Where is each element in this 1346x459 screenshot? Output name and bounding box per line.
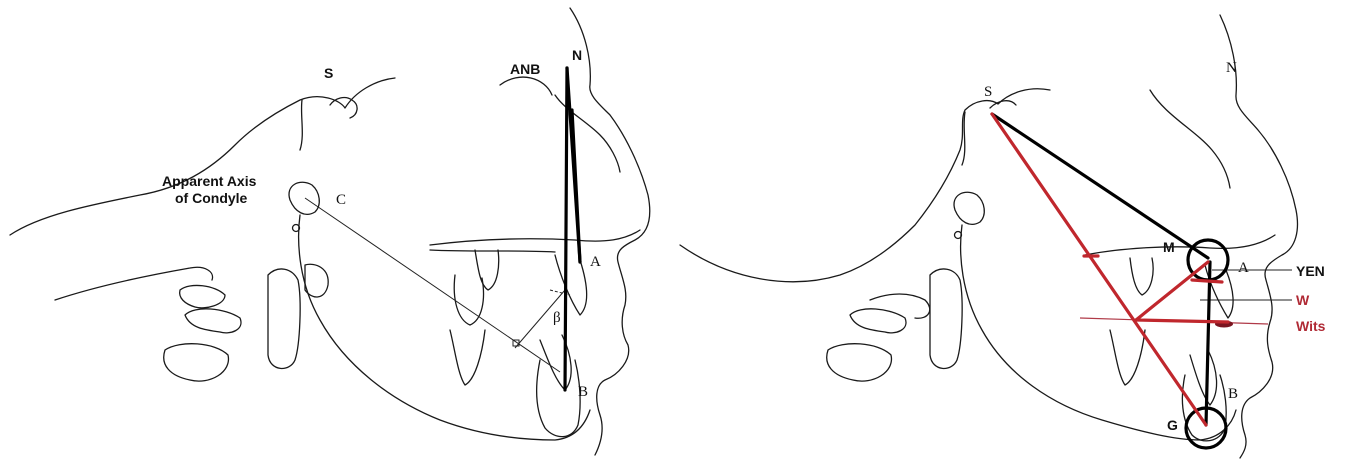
right-label-a: A <box>1238 260 1249 276</box>
incisor-upper <box>555 255 587 315</box>
left-label-c: C <box>336 192 346 208</box>
r-sella-turcica <box>962 101 1016 165</box>
r-condyle-outline <box>954 192 984 224</box>
hyoid-outline <box>305 264 328 297</box>
left-label-beta: β <box>553 310 561 326</box>
right-label-w: W <box>1296 292 1310 308</box>
left-label-anb: ANB <box>510 61 540 77</box>
m-g-line <box>1206 262 1210 425</box>
right-label-n: N <box>1226 60 1237 76</box>
right-panel: S N M A YEN W Wits B G <box>680 15 1326 458</box>
palate-lower-outline <box>430 250 555 252</box>
r-upper-molar <box>1130 258 1153 295</box>
condyle-to-b-line <box>305 198 560 372</box>
cervical-vertebra-2 <box>164 344 229 381</box>
right-label-m: M <box>1163 239 1175 255</box>
palate-outline <box>430 230 640 245</box>
cervical-vertebra-1 <box>185 309 241 333</box>
skull-base-outline <box>10 78 395 235</box>
right-label-wits: Wits <box>1296 318 1326 334</box>
right-label-g: G <box>1167 417 1178 433</box>
orbit-outline <box>500 77 552 95</box>
r-incisor-lower <box>1190 350 1217 405</box>
left-label-a: A <box>590 254 601 270</box>
left-label-b: B <box>578 384 588 400</box>
r-lower-molar <box>1110 330 1145 385</box>
left-label-s: S <box>324 65 333 81</box>
sella-turcica <box>300 98 357 150</box>
s-g-line <box>992 114 1206 425</box>
left-label-axis-line2: of Condyle <box>175 190 248 206</box>
condyle-outline <box>289 182 319 214</box>
r-nose-inner-outline <box>1150 90 1230 188</box>
left-label-n: N <box>572 47 582 63</box>
r-cervical-vertebra-1 <box>850 309 906 333</box>
r-cervical-vertebra-2 <box>827 344 892 381</box>
right-label-b: B <box>1228 386 1238 402</box>
n-b-line <box>565 68 567 390</box>
n-reference-line <box>572 110 580 262</box>
lower-molar <box>450 330 485 385</box>
right-label-yen: YEN <box>1296 263 1325 279</box>
w-horizontal-line <box>1136 320 1228 322</box>
r-coronoid-outline <box>930 269 962 368</box>
upper-molar <box>475 250 499 290</box>
coronoid-outline <box>268 269 300 368</box>
w-arc-line <box>1192 280 1222 282</box>
ramus-outline <box>299 215 590 440</box>
left-label-axis-line1: Apparent Axis <box>162 173 257 189</box>
cervical-vertebra-3 <box>180 285 225 307</box>
right-label-s: S <box>984 84 992 100</box>
occipital-outline <box>55 267 213 300</box>
upper-premolar <box>454 275 483 325</box>
nose-inner-outline <box>555 95 620 172</box>
left-panel: S N ANB Apparent Axis of Condyle C A B β <box>10 8 650 455</box>
s-m-line <box>992 114 1208 258</box>
